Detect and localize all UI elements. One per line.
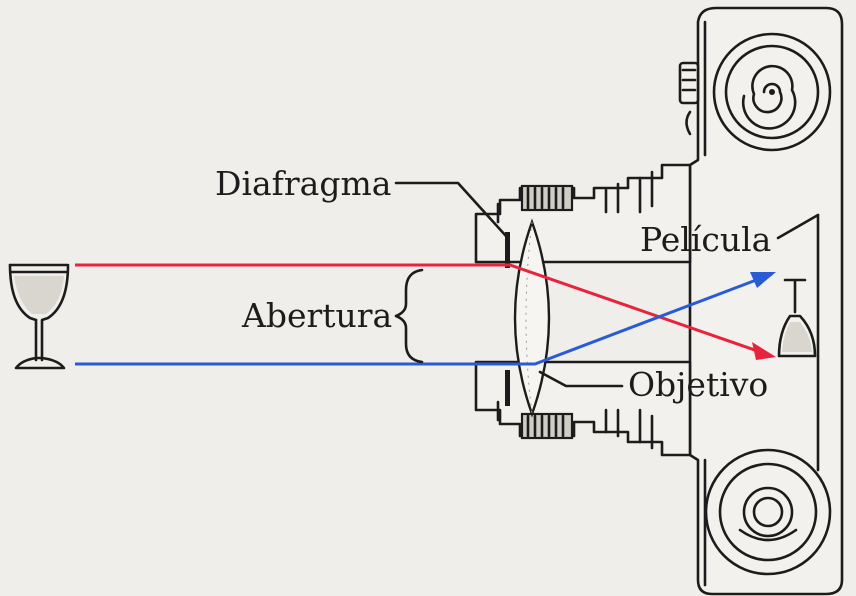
diaphragm-leader <box>394 181 508 238</box>
light-rays <box>75 263 776 366</box>
leader-lines <box>394 181 820 388</box>
red-arrowhead-icon <box>752 342 776 360</box>
camera-body <box>678 6 844 596</box>
aperture-brace <box>394 268 424 364</box>
wine-glass-icon <box>8 263 70 370</box>
lens-barrel <box>474 163 692 457</box>
label-aperture: Abertura <box>241 296 392 335</box>
blue-ray <box>75 272 773 366</box>
inverted-glass-image-icon <box>777 278 817 358</box>
label-objective: Objetivo <box>628 365 768 404</box>
objective-leader <box>538 370 624 388</box>
film-leader <box>776 213 820 240</box>
top-film-spool-icon <box>712 32 832 152</box>
label-diaphragm: Diafragma <box>215 164 391 203</box>
red-ray <box>75 263 773 358</box>
blue-arrowhead-icon <box>750 272 776 288</box>
diaphragm-blades <box>505 232 510 406</box>
label-film: Película <box>640 220 771 259</box>
bottom-film-spool-icon <box>704 448 832 576</box>
